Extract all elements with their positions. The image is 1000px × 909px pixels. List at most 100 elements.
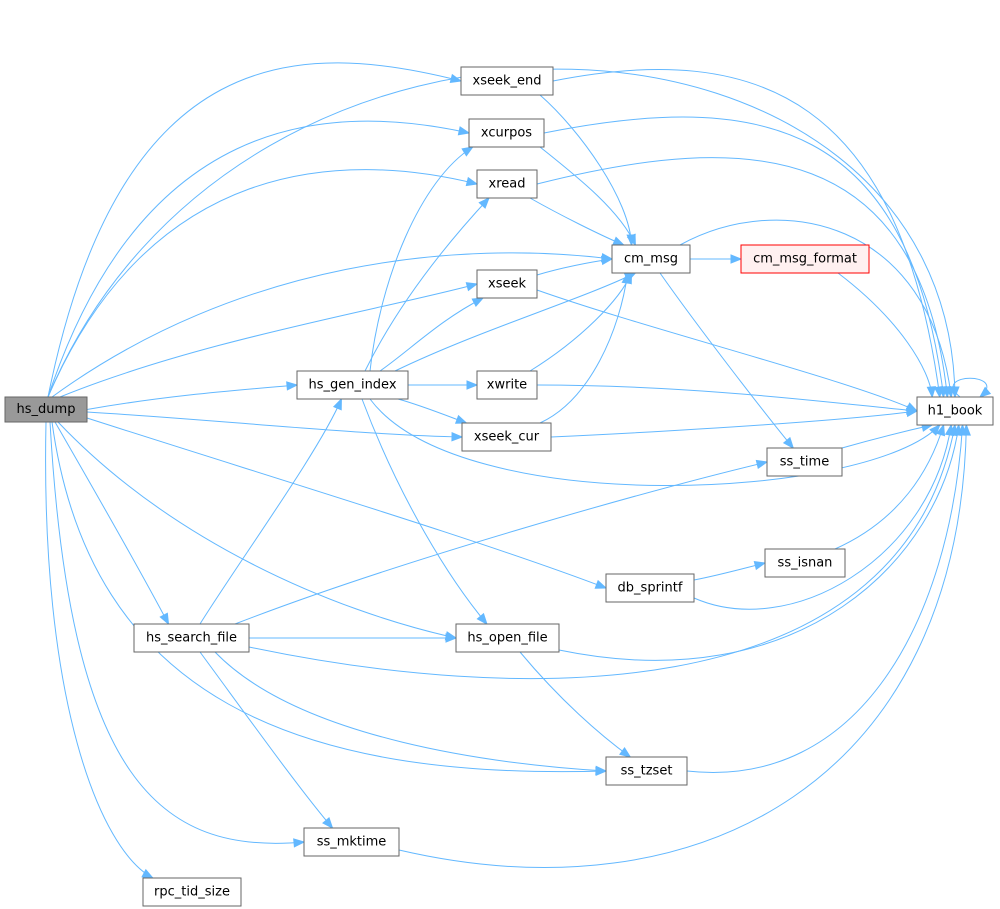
edge-cm_msg_format-to-h1_book — [837, 272, 937, 399]
arrowhead — [905, 407, 919, 418]
node-label: ss_mktime — [317, 835, 387, 850]
edge-hs_gen_index-to-xread — [364, 197, 490, 372]
edge-xseek-to-cm_msg — [536, 255, 614, 276]
edge-ss_tzset-to-h1_book — [686, 423, 967, 773]
arrowhead — [293, 838, 306, 848]
edge-hs_search_file-to-hs_open_file — [248, 633, 458, 643]
edge-line — [369, 398, 941, 486]
edge-line — [54, 421, 169, 625]
node-box — [740, 244, 870, 274]
node-xseek-end[interactable]: xseek_end — [460, 66, 554, 96]
arrowhead — [619, 746, 632, 758]
node-label: xseek_end — [473, 74, 542, 89]
edge-hs_dump-to-xseek — [59, 282, 479, 398]
edge-line — [379, 297, 484, 372]
node-box — [916, 396, 994, 426]
edge-line — [398, 424, 967, 868]
edge-hs_open_file-to-ss_tzset — [519, 651, 632, 758]
node-label: cm_msg — [624, 252, 678, 267]
edge-h1_book-to-h1_book — [952, 377, 992, 398]
node-ss-time[interactable]: ss_time — [766, 447, 843, 477]
edge-cm_msg-to-cm_msg_format — [690, 254, 743, 264]
edge-hs_dump-to-xseek_end — [47, 62, 463, 398]
edge-line — [86, 384, 298, 410]
arrowhead — [612, 236, 625, 246]
edge-line — [558, 424, 960, 661]
node-rpc-tid-size[interactable]: rpc_tid_size — [142, 877, 242, 907]
edge-hs_dump-to-ss_mktime — [49, 421, 306, 848]
node-label: xread — [489, 177, 526, 192]
edge-hs_search_file-to-hs_gen_index — [199, 397, 342, 625]
node-h1-book[interactable]: h1_book — [916, 396, 994, 426]
arrowhead — [451, 432, 464, 442]
edge-line — [47, 62, 462, 398]
edge-line — [364, 197, 490, 372]
edge-hs_gen_index-to-xseek_cur — [397, 398, 468, 424]
node-ss-isnan[interactable]: ss_isnan — [764, 548, 846, 578]
arrowhead — [465, 176, 479, 187]
arrowhead — [286, 381, 299, 391]
edge-hs_gen_index-to-xwrite — [408, 380, 479, 390]
edge-line — [536, 289, 918, 412]
arrowhead — [600, 255, 614, 266]
edge-line — [693, 562, 766, 581]
node-box — [605, 756, 688, 786]
node-xread[interactable]: xread — [476, 169, 538, 199]
edge-line — [45, 421, 154, 879]
edge-xseek_cur-to-cm_msg — [539, 271, 631, 424]
node-xwrite[interactable]: xwrite — [476, 370, 538, 400]
node-label: h1_book — [928, 404, 983, 419]
arrowhead — [322, 816, 334, 830]
node-label: ss_time — [780, 455, 829, 470]
arrowhead — [159, 612, 170, 626]
arrowhead — [332, 397, 342, 411]
edge-line — [199, 398, 342, 625]
arrowhead — [595, 765, 608, 776]
edge-hs_gen_index-to-xcurpos — [369, 146, 474, 372]
edge-line — [51, 252, 613, 398]
edge-cm_msg-to-h1_book — [679, 219, 955, 399]
node-db-sprintf[interactable]: db_sprintf — [605, 573, 695, 603]
edge-xseek_cur-to-h1_book — [550, 407, 919, 438]
node-xseek[interactable]: xseek — [476, 269, 538, 299]
edge-ss_time-to-h1_book — [841, 422, 934, 449]
edge-hs_dump-to-db_sprintf — [86, 417, 608, 589]
arrowhead — [445, 633, 458, 643]
node-hs-dump[interactable]: hs_dump — [4, 396, 88, 423]
edge-hs_search_file-to-ss_tzset — [214, 651, 608, 776]
edge-line — [529, 197, 624, 246]
node-label: hs_gen_index — [308, 378, 396, 393]
node-label: xwrite — [487, 378, 527, 393]
edge-line — [539, 146, 636, 246]
node-label: ss_isnan — [778, 556, 833, 571]
edge-db_sprintf-to-ss_isnan — [693, 560, 767, 581]
arrowhead — [466, 380, 479, 390]
node-cm-msg[interactable]: cm_msg — [611, 244, 691, 274]
arrowhead — [457, 126, 471, 136]
node-cm-msg-format[interactable]: cm_msg_format — [740, 244, 870, 274]
node-xseek-cur[interactable]: xseek_cur — [461, 422, 552, 452]
node-ss-mktime[interactable]: ss_mktime — [303, 827, 400, 857]
edge-line — [47, 120, 470, 398]
arrowhead — [465, 282, 479, 292]
edge-xcurpos-to-cm_msg — [539, 146, 636, 247]
node-hs-search-file[interactable]: hs_search_file — [133, 623, 250, 653]
edge-line — [47, 169, 478, 398]
node-label: xseek — [488, 277, 526, 292]
arrowhead — [626, 233, 636, 247]
arrowhead — [753, 560, 767, 571]
edge-hs_gen_index-to-hs_open_file — [361, 398, 488, 626]
node-hs-open-file[interactable]: hs_open_file — [455, 623, 560, 653]
edge-line — [686, 424, 964, 773]
node-xcurpos[interactable]: xcurpos — [468, 118, 545, 148]
arrowhead — [929, 424, 941, 436]
edge-hs_dump-to-xseek_cur — [86, 411, 464, 442]
arrowhead — [476, 612, 488, 626]
node-hs-gen-index[interactable]: hs_gen_index — [296, 370, 409, 400]
edge-line — [59, 283, 478, 398]
node-ss-tzset[interactable]: ss_tzset — [605, 756, 688, 786]
node-box — [4, 396, 88, 423]
arrowhead — [936, 423, 946, 437]
